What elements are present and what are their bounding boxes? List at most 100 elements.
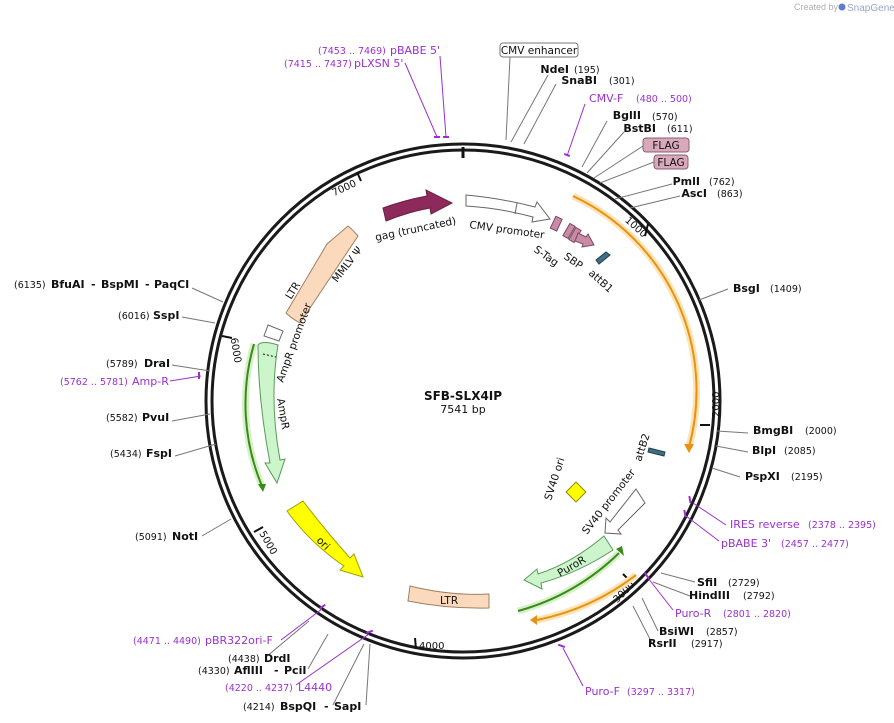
attb2-feature: [647, 447, 666, 457]
credit-text: Created by: [794, 2, 839, 12]
site-leaders-right: [510, 74, 749, 644]
stag-label: S-Tag: [531, 244, 560, 269]
site-pos: (762): [709, 177, 735, 188]
site-name: SnaBI: [561, 74, 597, 87]
site-leaders-left: [171, 287, 371, 706]
site-name: BmgBI: [753, 424, 793, 437]
site-pos: (2857): [706, 627, 738, 638]
site-pos: (2792): [743, 591, 775, 602]
site-pos: (6135): [14, 280, 46, 291]
primer-markers: [198, 136, 692, 648]
site-pos: (611): [667, 124, 693, 135]
sv40-promoter-feature: [604, 488, 646, 535]
site-name: NotI: [172, 530, 198, 543]
site-name: DraI: [144, 357, 170, 370]
orf-right: [571, 192, 701, 453]
site-dash: -: [91, 278, 96, 291]
site-pos: (2000): [805, 426, 837, 437]
tick-label: 2000: [711, 392, 722, 417]
sv40-ori-label: SV40 ori: [542, 456, 567, 502]
site-name: PspXI: [745, 470, 780, 483]
site-name: RsrII: [648, 637, 677, 650]
ampr-feature: [257, 342, 286, 485]
tick-label: 5000: [256, 529, 278, 557]
ori-feature: [286, 500, 364, 578]
primer-name: Amp-R: [132, 375, 169, 388]
primer-pos: (480 .. 500): [636, 94, 692, 105]
primer-name: Puro-R: [675, 607, 712, 620]
flag-box-label: FLAG: [657, 157, 684, 169]
primer-pos: (4471 .. 4490): [133, 636, 201, 647]
site-name: HindIII: [689, 589, 730, 602]
site-name: BlpI: [752, 444, 776, 457]
site-name: SapI: [334, 700, 361, 713]
site-name: NdeI: [540, 63, 569, 76]
site-pos: (301): [609, 76, 635, 87]
ampr-promoter-feature: [263, 324, 284, 342]
site-name: BspMI: [101, 278, 139, 291]
site-pos: (863): [717, 189, 743, 200]
site-name: BsiWI: [659, 625, 694, 638]
primer-pos: (5762 .. 5781): [60, 377, 128, 388]
attb2-label: attB2: [632, 432, 652, 463]
site-pos: (195): [574, 65, 600, 76]
site-name: BfuAI: [51, 278, 85, 291]
primer-name: pLXSN 5': [354, 57, 403, 70]
plasmid-size: 7541 bp: [440, 403, 485, 416]
ampr-label: AmpR: [274, 397, 291, 430]
site-pos: (2085): [784, 446, 816, 457]
primer-pos: (3297 .. 3317): [627, 687, 695, 698]
stag-feature: [549, 215, 563, 232]
tick-label: 4000: [419, 641, 444, 652]
site-dash: -: [324, 700, 329, 713]
cmv-enhancer-box: [499, 42, 579, 58]
ltr-top-feature: [285, 225, 359, 324]
flag-box: [642, 137, 690, 153]
primer-name: CMV-F: [589, 92, 623, 105]
primer-pos: (2378 .. 2395): [808, 520, 876, 531]
site-pos: (5789): [106, 359, 138, 370]
site-pos: (4330): [198, 666, 230, 677]
tick-label: 6000: [228, 337, 243, 364]
cmv-promoter-feature: [465, 194, 551, 223]
site-name: BglII: [613, 109, 641, 122]
site-pos: (4214): [243, 702, 275, 713]
site-pos: (2729): [728, 578, 760, 589]
site-pos: (570): [652, 112, 678, 123]
site-name: BsgI: [733, 282, 760, 295]
site-pos: (5582): [106, 413, 138, 424]
site-name: AscI: [681, 187, 707, 200]
flag-feature: [562, 222, 576, 240]
primer-pos: (7453 .. 7469): [318, 46, 386, 57]
orf-bottom-green: [517, 546, 624, 615]
site-name: BstBI: [623, 122, 656, 135]
site-pos: (5091): [135, 532, 167, 543]
backbone-outer: [204, 142, 722, 660]
site-dash: -: [274, 664, 279, 677]
sv40-ori-feature: [565, 481, 587, 503]
orf-bottom-orange: [530, 572, 639, 625]
site-name: SspI: [153, 309, 179, 322]
snapgene-logo-icon: [838, 3, 846, 11]
site-dash: -: [145, 278, 150, 291]
plasmid-name: SFB-SLX4IP: [424, 389, 502, 403]
puror-label: PuroR: [556, 554, 589, 580]
ltr-bottom-label: LTR: [440, 595, 458, 607]
sbp-feature: [574, 232, 595, 248]
primer-leaders: [169, 55, 727, 687]
site-name: SfiI: [697, 576, 717, 589]
cmv-promoter-label: CMV promoter: [469, 219, 546, 242]
primer-name: IRES reverse: [730, 518, 800, 531]
site-pos: (2917): [691, 639, 723, 650]
attb1-feature: [595, 251, 611, 265]
site-pos: (2195): [791, 472, 823, 483]
sbp-label: SBP: [561, 251, 584, 272]
site-pos: (6016): [118, 311, 150, 322]
flag-box-label: FLAG: [652, 140, 679, 152]
site-name: PvuI: [142, 411, 169, 424]
site-pos: (4438): [228, 654, 260, 665]
primer-name: Puro-F: [585, 685, 620, 698]
site-name: PmlI: [673, 175, 700, 188]
ltr-bottom-feature: [407, 585, 490, 609]
